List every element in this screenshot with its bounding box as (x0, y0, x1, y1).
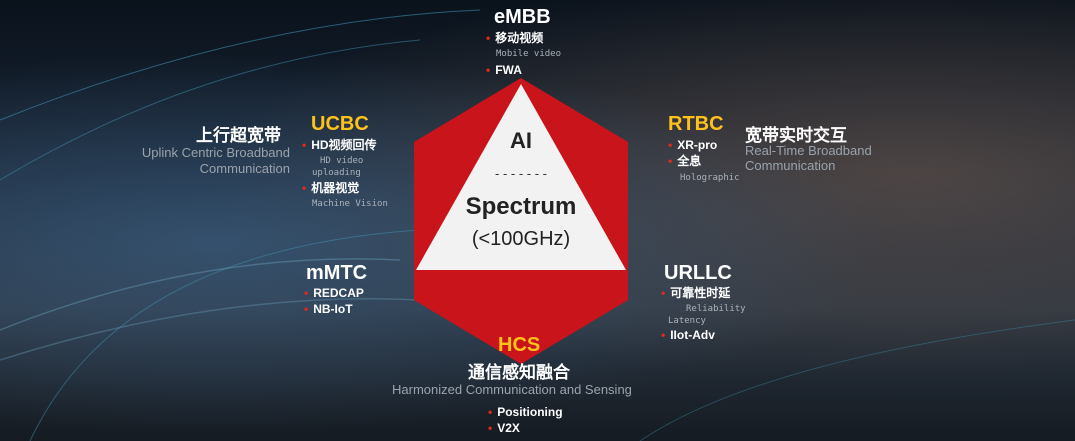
mmtc-item-label: REDCAP (313, 286, 364, 300)
hcs-title: HCS (498, 334, 541, 356)
spectrum-label: Spectrum (465, 193, 577, 220)
urllc-item-sub-1: Reliability (686, 304, 746, 314)
embb-item-label: FWA (495, 63, 522, 77)
bullet-icon: • (302, 181, 307, 195)
rtbc-item-label: XR-pro (677, 138, 718, 152)
ai-label: AI (510, 128, 532, 153)
embb-item-sub: Mobile video (496, 49, 562, 59)
bullet-icon: • (488, 405, 493, 419)
urllc-item-label: 可靠性时延 (670, 286, 731, 300)
hcs-item-label: V2X (497, 421, 520, 435)
rtbc-en-1: Real-Time Broadband (745, 143, 872, 158)
bullet-icon: • (661, 286, 666, 300)
ucbc-en-2: Communication (199, 161, 290, 176)
rtbc-item-holo: • 全息 (668, 153, 701, 169)
mmtc-item-nbiot: • NB-IoT (304, 301, 353, 317)
embb-item-fwa: • FWA (486, 62, 522, 78)
bullet-icon: • (668, 154, 673, 168)
rtbc-item-xr: • XR-pro (668, 137, 717, 153)
embb-item-video: • 移动视频 (486, 30, 543, 46)
bullet-icon: • (304, 302, 309, 316)
ucbc-item-vision: • 机器视觉 (302, 180, 359, 196)
rtbc-title: RTBC (668, 113, 724, 135)
rtbc-item-label: 全息 (677, 154, 702, 168)
ucbc-en-1: Uplink Centric Broadband (141, 145, 290, 160)
ucbc-item-sub-2: uploading (312, 168, 361, 178)
ucbc-item-label: HD视频回传 (311, 138, 377, 152)
ucbc-item-hd: • HD视频回传 (302, 137, 377, 153)
urllc-item-reliability: • 可靠性时延 (661, 285, 730, 301)
embb-title: eMBB (494, 6, 551, 28)
hcs-cn: 通信感知融合 (468, 363, 570, 382)
urllc-item-iiot: • IIot-Adv (661, 327, 715, 343)
hcs-item-label: Positioning (497, 405, 563, 419)
bullet-icon: • (486, 31, 491, 45)
hcs-item-positioning: • Positioning (488, 404, 563, 420)
rtbc-cn: 宽带实时交互 (745, 126, 847, 145)
bullet-icon: • (668, 138, 673, 152)
ucbc-item-sub-3: Machine Vision (312, 199, 388, 209)
bullet-icon: • (486, 63, 491, 77)
spectrum-hexagon (414, 78, 628, 364)
bullet-icon: • (302, 138, 307, 152)
hcs-item-v2x: • V2X (488, 420, 520, 436)
urllc-item-label: IIot-Adv (670, 328, 715, 342)
hcs-en: Harmonized Communication and Sensing (392, 382, 632, 397)
embb-item-label: 移动视频 (495, 31, 544, 45)
urllc-title: URLLC (664, 262, 732, 284)
ucbc-item-label: 机器视觉 (311, 181, 360, 195)
ucbc-title: UCBC (311, 113, 369, 135)
rtbc-item-sub: Holographic (680, 173, 740, 183)
mmtc-title: mMTC (306, 262, 368, 284)
mmtc-item-label: NB-IoT (313, 302, 353, 316)
urllc-item-sub-2: Latency (668, 316, 706, 326)
mmtc-item-redcap: • REDCAP (304, 285, 364, 301)
ucbc-item-sub-1: HD video (320, 156, 364, 166)
bullet-icon: • (661, 328, 666, 342)
center-divider: - - - - - - - (495, 166, 547, 181)
bullet-icon: • (488, 421, 493, 435)
ucbc-cn: 上行超宽带 (196, 126, 281, 145)
bullet-icon: • (304, 286, 309, 300)
frequency-label: (<100GHz) (471, 228, 571, 250)
rtbc-en-2: Communication (745, 158, 836, 173)
